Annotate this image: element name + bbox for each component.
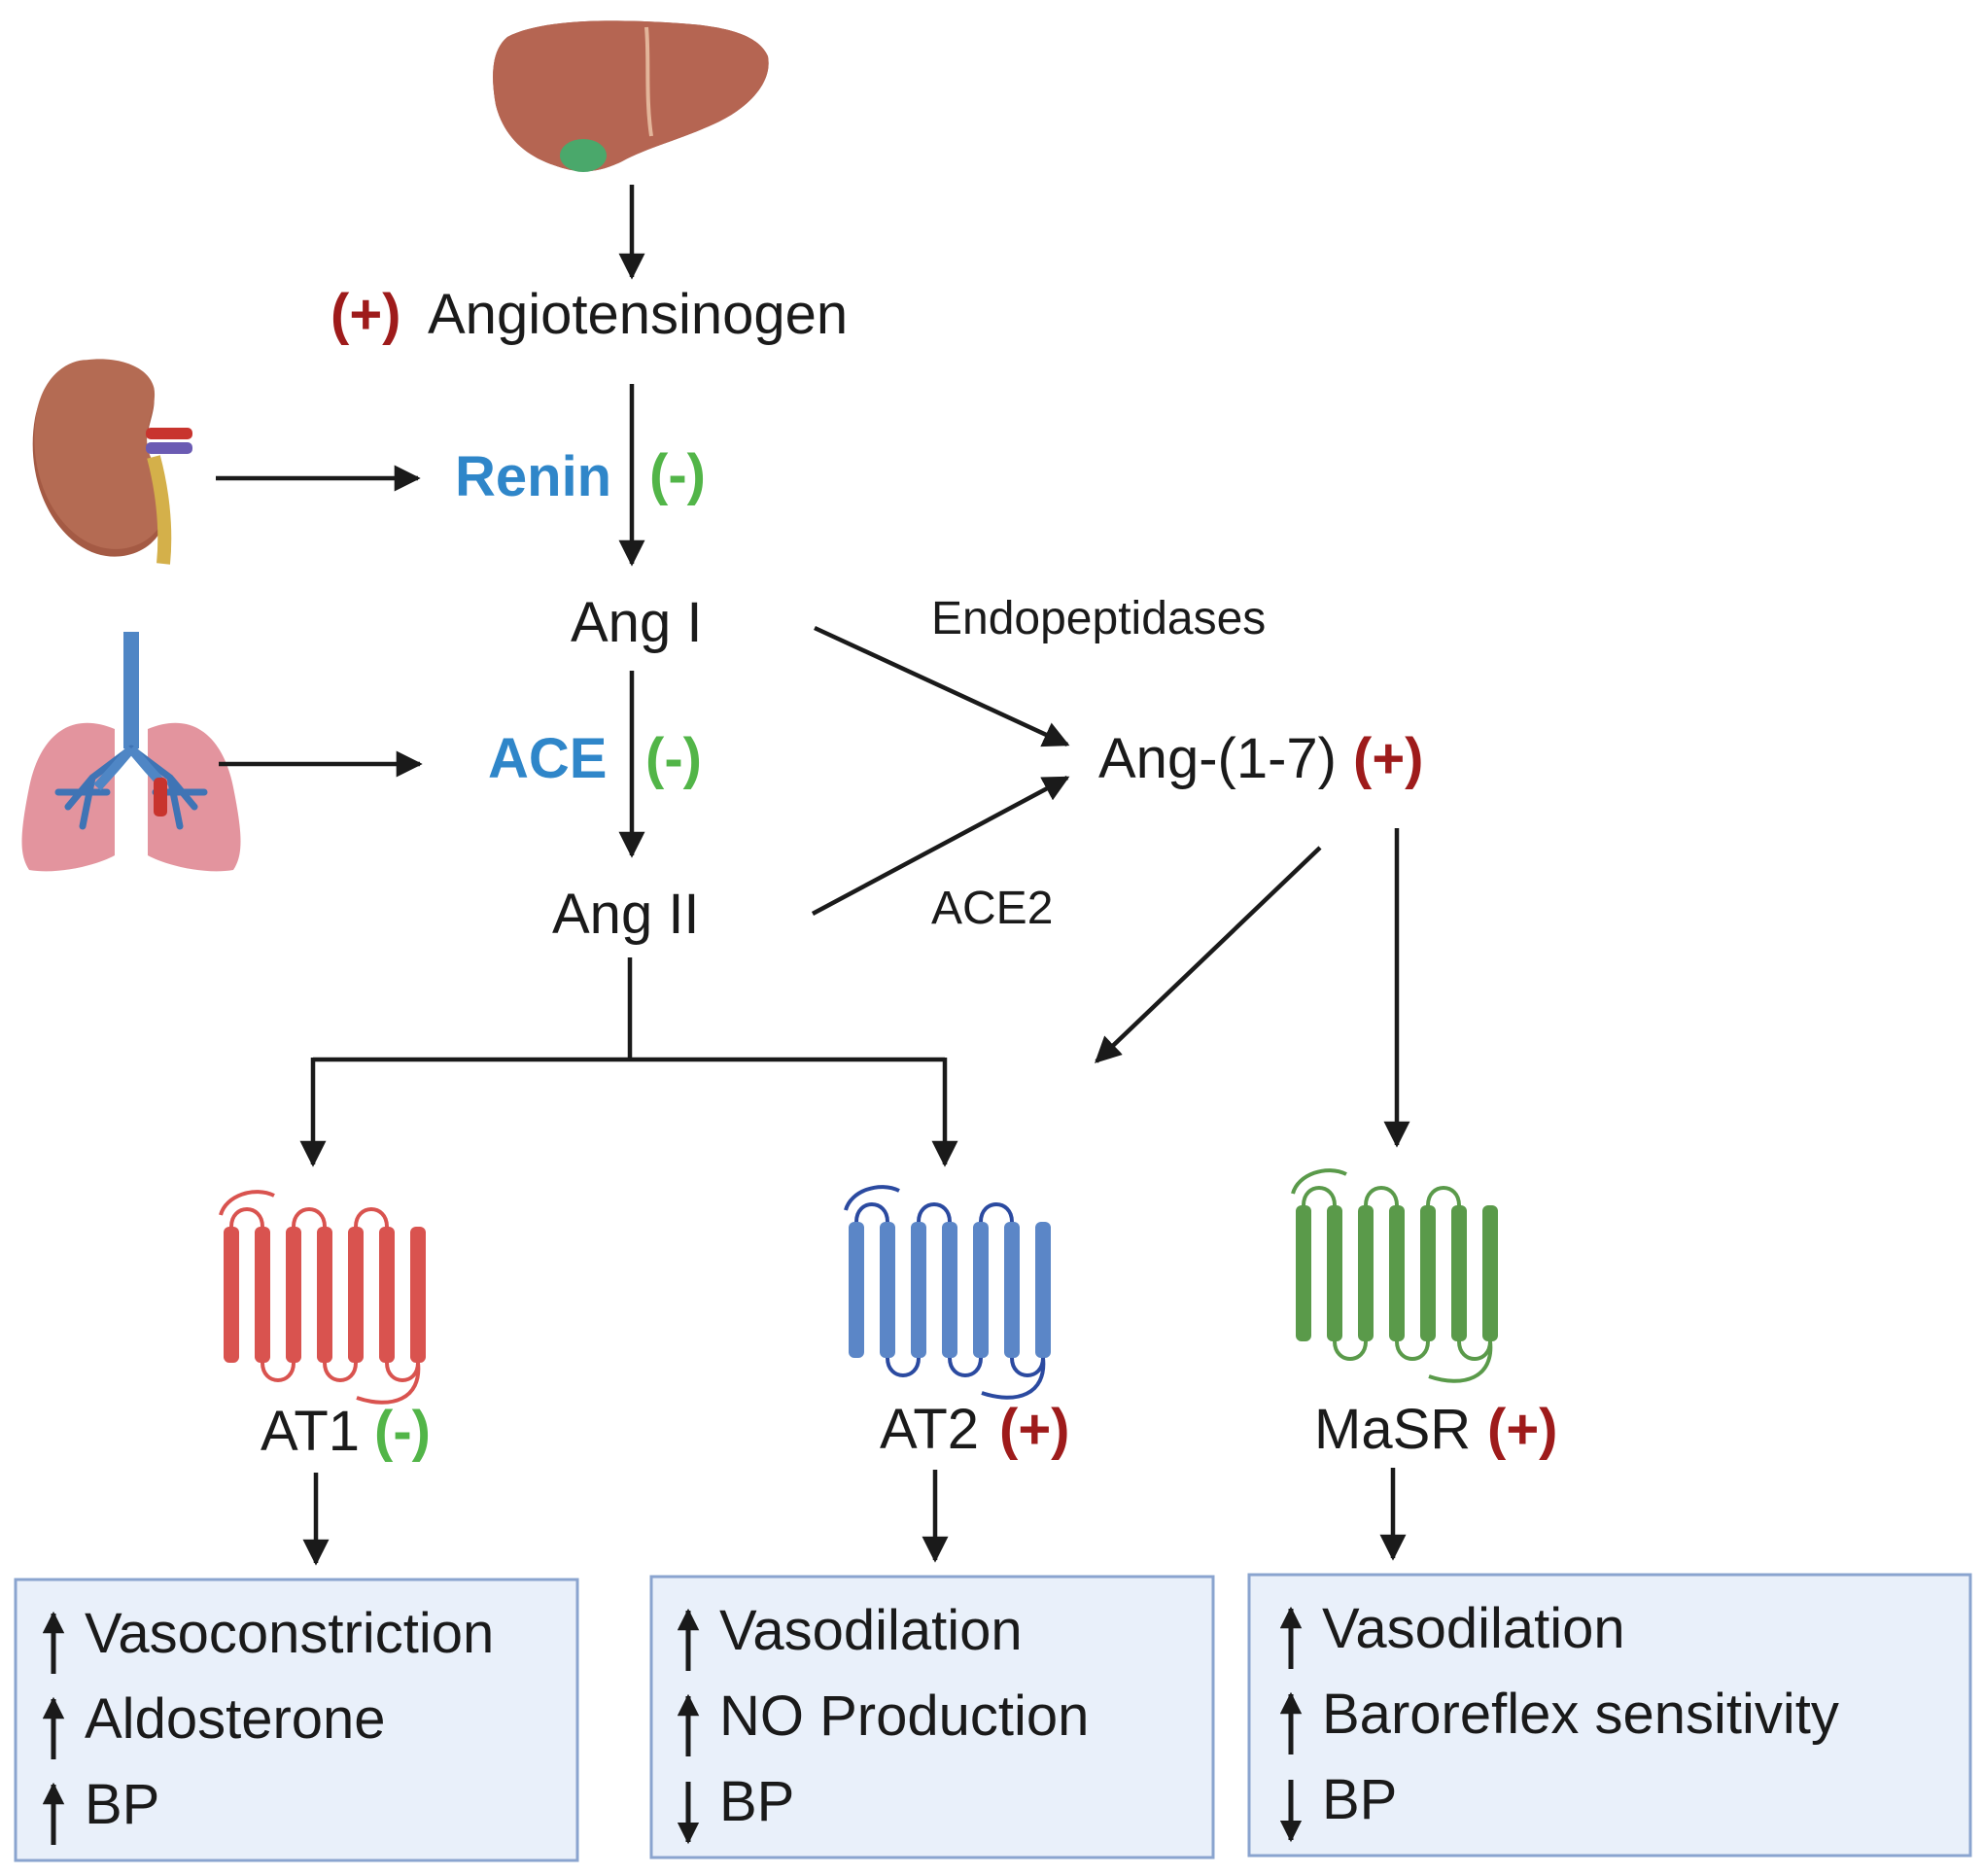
effect-text: BP	[85, 1773, 159, 1836]
effect-text: Vasoconstriction	[85, 1602, 494, 1665]
at1-node: AT1 (-)	[261, 1400, 431, 1463]
lung-icon	[21, 632, 241, 872]
renin-label: Renin	[455, 445, 611, 508]
ang2-branch-connector	[299, 957, 958, 1167]
ace-node: ACE (-)	[488, 727, 702, 790]
effect-text: NO Production	[719, 1685, 1089, 1748]
at1-label: AT1	[261, 1400, 360, 1463]
at1-receptor-icon	[219, 1190, 426, 1405]
at2-node: AT2 (+)	[880, 1398, 1070, 1461]
angiotensinogen-label: Angiotensinogen	[428, 283, 848, 346]
effect-text: Vasodilation	[1322, 1597, 1625, 1660]
ang1-to-ang17-arrow	[814, 625, 1070, 747]
endopeptidases-label: Endopeptidases	[931, 593, 1266, 644]
liver-icon	[493, 20, 769, 172]
ang2-label: Ang II	[552, 883, 700, 946]
masr-node: MaSR (+)	[1314, 1398, 1558, 1461]
ang17-label: Ang-(1-7)	[1098, 727, 1337, 790]
ace2-label: ACE2	[931, 883, 1053, 934]
renin-sign: (-)	[649, 443, 706, 506]
at2-label: AT2	[880, 1398, 979, 1461]
masr-sign: (+)	[1487, 1398, 1558, 1461]
effect-text: BP	[1322, 1768, 1397, 1831]
angiotensinogen-node: (+) Angiotensinogen	[330, 283, 848, 346]
effect-text: Baroreflex sensitivity	[1322, 1683, 1839, 1746]
ace-sign: (-)	[645, 727, 702, 790]
masr-receptor-icon	[1291, 1168, 1498, 1383]
at1-sign: (-)	[374, 1400, 431, 1463]
angiotensinogen-sign: (+)	[330, 283, 401, 346]
ang17-to-at2-arrow	[1095, 846, 1322, 1063]
ace-label: ACE	[488, 727, 607, 790]
ang17-sign: (+)	[1353, 727, 1424, 790]
ang2-to-ang17-arrow	[811, 776, 1070, 916]
ang1-label: Ang I	[571, 591, 702, 654]
masr-label: MaSR	[1314, 1398, 1471, 1461]
kidney-icon	[32, 359, 192, 565]
at2-sign: (+)	[999, 1398, 1070, 1461]
effect-text: Vasodilation	[719, 1599, 1023, 1662]
effect-text: Aldosterone	[85, 1687, 386, 1751]
at2-receptor-icon	[844, 1185, 1051, 1400]
effect-text: BP	[719, 1770, 794, 1833]
renin-node: Renin (-)	[455, 443, 706, 508]
ang17-node: Ang-(1-7) (+)	[1098, 727, 1424, 790]
